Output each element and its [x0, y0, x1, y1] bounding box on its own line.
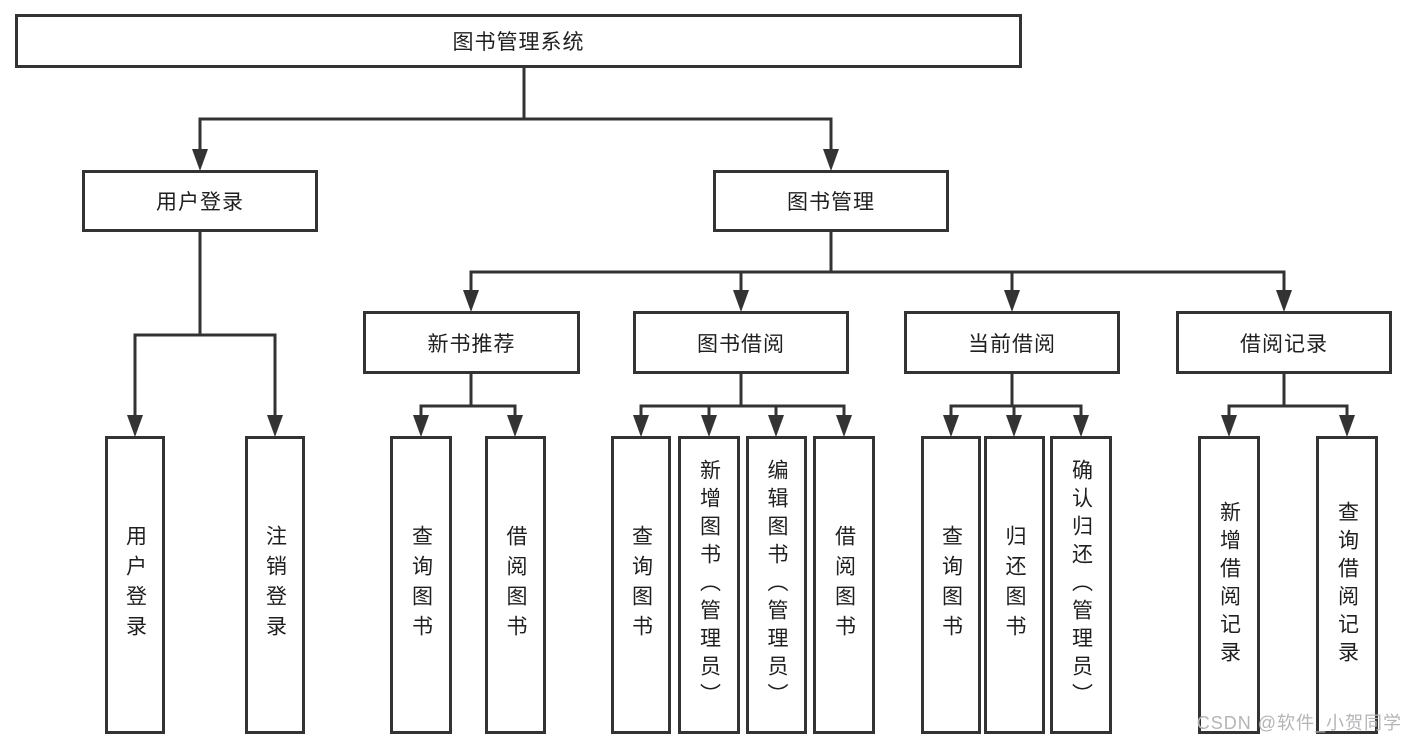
node-root-system: 图书管理系统	[15, 14, 1022, 68]
node-leaf-confirm-return-admin: 确认归还（管理员）	[1050, 436, 1112, 734]
node-leaf-borrow-books-recommend: 借阅图书	[485, 436, 546, 734]
node-leaf-return-book: 归还图书	[984, 436, 1045, 734]
node-leaf-edit-book-admin: 编辑图书（管理员）	[746, 436, 807, 734]
node-leaf-borrow-books-borrowing: 借阅图书	[813, 436, 875, 734]
node-leaf-logout: 注销登录	[245, 436, 305, 734]
node-user-login-branch: 用户登录	[82, 170, 318, 232]
node-book-management-branch: 图书管理	[713, 170, 949, 232]
node-leaf-query-books-borrowing: 查询图书	[611, 436, 671, 734]
node-borrowing-records: 借阅记录	[1176, 311, 1392, 374]
node-leaf-query-borrow-record: 查询借阅记录	[1316, 436, 1378, 734]
node-new-book-recommend: 新书推荐	[363, 311, 580, 374]
node-leaf-query-books-current: 查询图书	[921, 436, 981, 734]
node-leaf-user-login: 用户登录	[105, 436, 165, 734]
node-leaf-query-books-recommend: 查询图书	[390, 436, 452, 734]
watermark: CSDN @软件_小贺同学	[1196, 713, 1402, 733]
node-leaf-add-borrow-record: 新增借阅记录	[1198, 436, 1260, 734]
node-book-borrowing: 图书借阅	[633, 311, 849, 374]
node-current-borrowing: 当前借阅	[904, 311, 1120, 374]
connector-arrowheads	[127, 149, 1355, 437]
node-leaf-add-book-admin: 新增图书（管理员）	[678, 436, 740, 734]
